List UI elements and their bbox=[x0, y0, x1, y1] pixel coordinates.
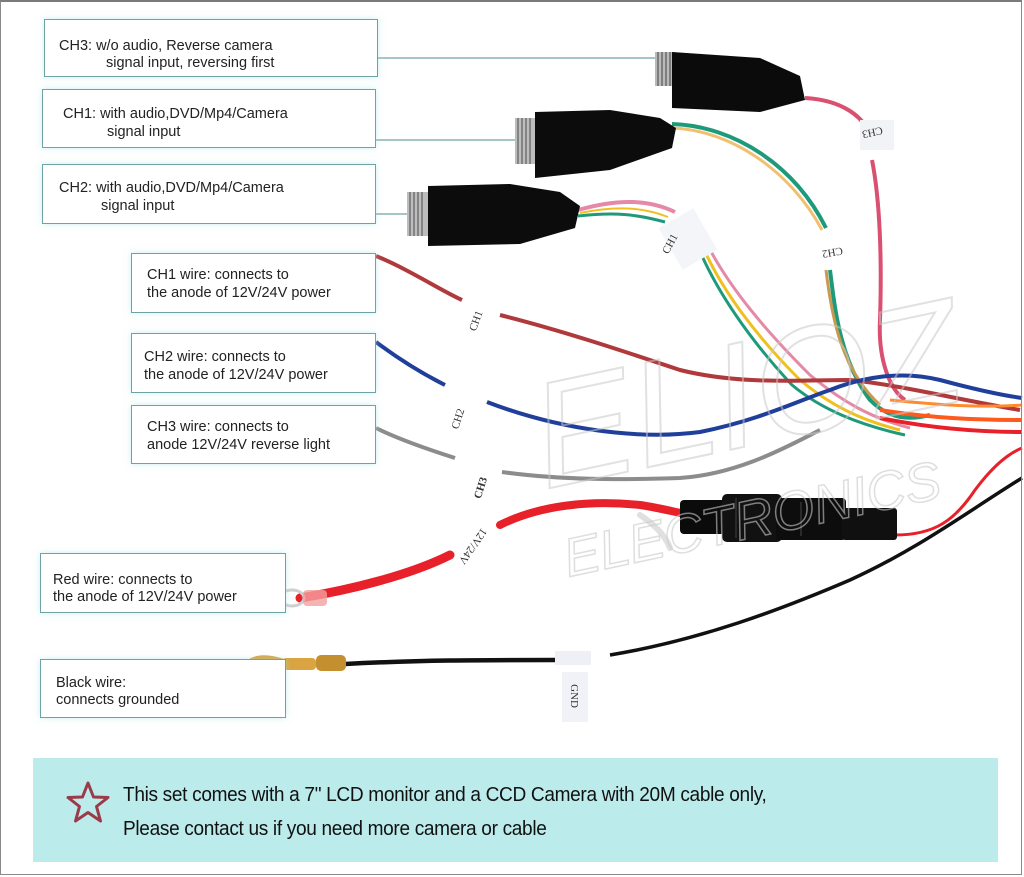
callout-ch2-input: CH2: with audio,DVD/Mp4/Camera signal in… bbox=[42, 164, 376, 224]
ch1-wire-sleeve bbox=[658, 208, 718, 270]
ring-terminal-sleeve bbox=[303, 590, 327, 606]
callout-ch1-wire: CH1 wire: connects to the anode of 12V/2… bbox=[131, 253, 376, 313]
callout-ch3-wire-line1: CH3 wire: connects to bbox=[147, 419, 289, 435]
callout-ch3-input-line1: CH3: w/o audio, Reverse camera bbox=[59, 38, 273, 54]
ch1-video-wire-yellow bbox=[671, 126, 824, 231]
ch1-power-wire bbox=[499, 313, 1021, 412]
callout-ch1-wire-line1: CH1 wire: connects to bbox=[147, 267, 289, 283]
fuse-lead bbox=[637, 512, 673, 551]
callout-ch1-input: CH1: with audio,DVD/Mp4/Camera signal in… bbox=[42, 89, 376, 148]
footer-line1: This set comes with a 7" LCD monitor and… bbox=[123, 783, 767, 806]
callout-ch2-input-line2: signal input bbox=[101, 198, 175, 214]
red-power-wire bbox=[496, 499, 694, 529]
callout-black-wire: Black wire: connects grounded bbox=[40, 659, 286, 718]
callout-ch2-wire-line2: the anode of 12V/24V power bbox=[144, 367, 328, 383]
ch2-input-wire-green bbox=[577, 212, 666, 224]
ch1-bundle-pink bbox=[702, 237, 911, 430]
callout-ch3-wire-line2: anode 12V/24V reverse light bbox=[147, 437, 330, 453]
ch2-input-wire-pink bbox=[577, 199, 676, 214]
ch2-power-wire bbox=[486, 373, 1023, 437]
callout-black-wire-line2: connects grounded bbox=[56, 692, 180, 708]
ground-wire bbox=[344, 657, 556, 667]
star-icon bbox=[66, 781, 110, 823]
ch3-power-wire bbox=[501, 428, 821, 482]
callout-red-wire-line1: Red wire: connects to bbox=[53, 572, 193, 588]
ch3-connector bbox=[655, 52, 805, 112]
ch2-video-wire-green-lower bbox=[828, 269, 931, 420]
callout-ch1-input-line2: signal input bbox=[107, 124, 181, 140]
ch2-input-wire-yellow bbox=[579, 207, 669, 218]
callout-ch1-input-line1: CH1: with audio,DVD/Mp4/Camera bbox=[63, 106, 288, 122]
ch1-video-wire-green bbox=[671, 122, 828, 229]
inline-fuse-holder bbox=[680, 494, 897, 542]
callout-red-wire-line2: the anode of 12V/24V power bbox=[53, 589, 237, 605]
callout-red-wire: Red wire: connects to the anode of 12V/2… bbox=[40, 553, 286, 613]
ch1-connector bbox=[515, 110, 676, 178]
red-power-wire-after-fuse bbox=[894, 446, 1023, 537]
ch1-power-wire-end bbox=[375, 254, 463, 302]
gnd-tag-sleeve bbox=[555, 651, 591, 665]
leader-lines bbox=[376, 57, 655, 215]
ground-wire-long bbox=[609, 476, 1023, 657]
ch1-bundle-yellow bbox=[698, 239, 901, 432]
callout-black-wire-line1: Black wire: bbox=[56, 675, 127, 691]
ch3-video-wire-lower bbox=[870, 159, 907, 402]
ch1-bundle-green bbox=[694, 241, 906, 437]
bundle-wire-orange bbox=[879, 408, 1023, 422]
callout-ch2-wire: CH2 wire: connects to the anode of 12V/2… bbox=[131, 333, 376, 393]
callout-ch3-input-line2: signal input, reversing first bbox=[106, 55, 275, 71]
gnd-tag-flag bbox=[562, 672, 588, 722]
wire-tag-gnd: GND bbox=[567, 684, 580, 708]
ch3-power-wire-end bbox=[375, 426, 456, 460]
bundle-wire-amber bbox=[889, 398, 1023, 408]
ch2-video-wire-tan bbox=[824, 269, 882, 407]
callout-ch2-input-line1: CH2: with audio,DVD/Mp4/Camera bbox=[59, 180, 284, 196]
ch3-wire-sleeve bbox=[860, 120, 894, 150]
ch2-connector bbox=[407, 184, 580, 246]
callout-ch3-wire: CH3 wire: connects to anode 12V/24V reve… bbox=[131, 405, 376, 464]
callout-ch1-wire-line2: the anode of 12V/24V power bbox=[147, 285, 331, 301]
ch2-power-wire-end bbox=[374, 340, 446, 387]
bundle-wire-red bbox=[879, 416, 1023, 434]
footer-line2: Please contact us if you need more camer… bbox=[123, 817, 547, 840]
callout-ch2-wire-line1: CH2 wire: connects to bbox=[144, 349, 286, 365]
callout-ch3-input: CH3: w/o audio, Reverse camera signal in… bbox=[44, 19, 378, 77]
footer-note: This set comes with a 7" LCD monitor and… bbox=[33, 758, 998, 862]
